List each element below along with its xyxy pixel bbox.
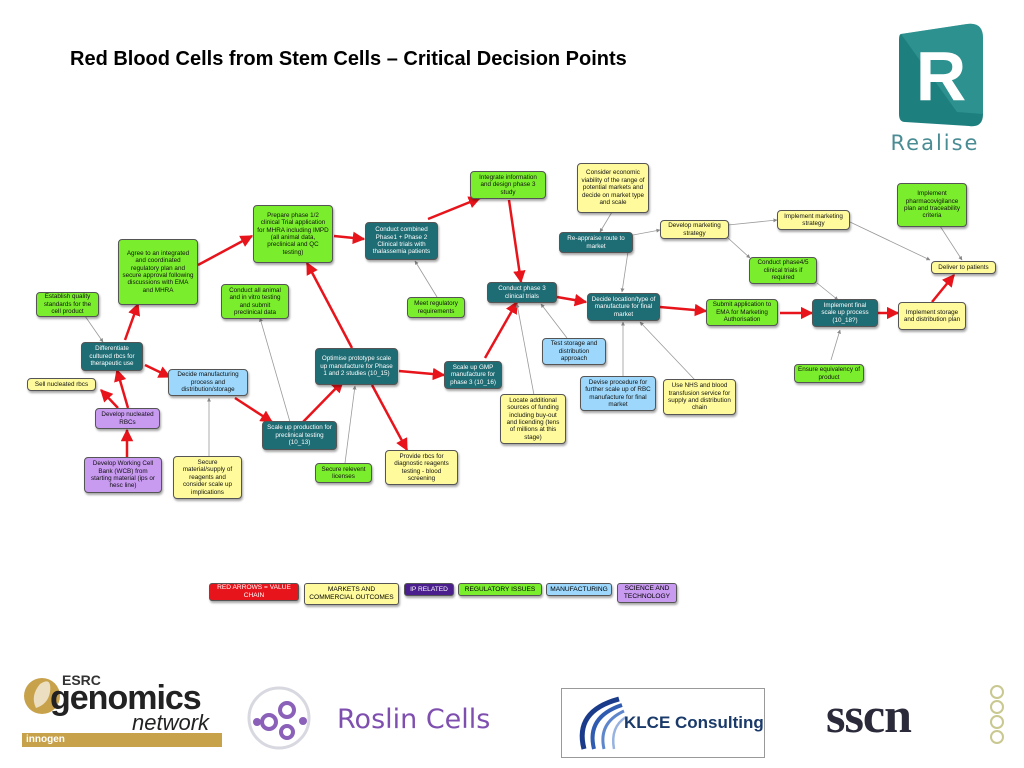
node-conduct-combined: Conduct combined Phase1 + Phase 2 Clinic… — [365, 222, 438, 260]
node-develop-nucleated: Develop nucleated RBCs — [95, 408, 160, 429]
red-arrow — [234, 396, 274, 424]
innogen-label: innogen — [26, 734, 65, 745]
grey-connector — [515, 303, 535, 396]
node-reappraise: Re-appraise route to market — [559, 232, 633, 253]
grey-connector — [84, 315, 104, 343]
node-locate-funding: Locate additional sources of funding inc… — [500, 394, 566, 444]
red-arrow — [333, 231, 366, 245]
red-arrow — [305, 261, 354, 349]
roslin-cells-logo: Roslin Cells — [245, 684, 515, 754]
red-arrow — [398, 367, 446, 381]
klce-swoosh-icon — [579, 696, 627, 750]
grey-connector — [632, 228, 661, 236]
red-arrow — [114, 368, 130, 409]
node-conduct-phase3: Conduct phase 3 clinical trials — [487, 282, 557, 303]
grey-connector — [540, 303, 568, 339]
node-consider-economic: Consider economic viability of the range… — [577, 163, 649, 213]
node-provide-rbcs: Provide rbcs for diagnostic reagents tes… — [385, 450, 458, 485]
legend-science: SCIENCE AND TECHNOLOGY — [617, 583, 677, 603]
sscn-rings-icon — [990, 685, 1004, 744]
node-deliver-to-patients: Deliver to patients — [931, 261, 996, 274]
realise-logo-icon: R — [899, 23, 983, 127]
node-test-storage: Test storage and distribution approach — [542, 338, 606, 365]
node-ensure-equivalency: Ensure equivalency of product — [794, 364, 864, 383]
grey-connector — [599, 211, 613, 233]
realise-logo-letter: R — [916, 37, 967, 115]
esrc-genomics-logo: ESRC genomics network innogen — [22, 672, 222, 748]
node-integrate: Integrate information and design phase 3… — [470, 171, 546, 199]
grey-connector — [939, 225, 963, 261]
node-scale-preclinical: Scale up production for preclinical test… — [262, 421, 337, 450]
realise-logo-word: Realise — [890, 131, 980, 155]
red-arrow — [659, 303, 708, 317]
grey-connector — [816, 282, 839, 301]
klce-label: KLCE Consulting — [624, 713, 764, 732]
grey-connector — [830, 329, 841, 361]
red-arrow — [123, 302, 141, 341]
grey-connector — [259, 317, 291, 423]
node-establish-quality: Establish quality standards for the cell… — [36, 292, 99, 317]
node-prepare-phase: Prepare phase 1/2 clinical Trial applica… — [253, 205, 333, 263]
node-optimise-prototype: Optimise prototype scale up manufacture … — [315, 348, 398, 385]
node-sell-nucleated: Sell nucleated rbcs — [27, 378, 96, 391]
node-develop-wcb: Develop Working Cell Bank (WCB) from sta… — [84, 457, 162, 493]
roslin-cells-label: Roslin Cells — [337, 704, 491, 735]
node-decide-location: Decide location/type of manufacture for … — [587, 293, 660, 321]
klce-consulting-logo: KLCE Consulting — [561, 688, 765, 758]
grey-connector — [849, 221, 931, 261]
node-conduct-animal: Conduct all animal and in vitro testing … — [221, 284, 289, 319]
node-develop-marketing: Develop marketing strategy — [660, 220, 729, 239]
page-title: Red Blood Cells from Stem Cells – Critic… — [70, 48, 627, 70]
grey-connector — [727, 218, 778, 226]
red-arrow — [427, 196, 482, 221]
esrc-swirl-icon — [24, 678, 60, 714]
node-decide-manufacturing: Decide manufacturing process and distrib… — [168, 369, 248, 396]
esrc-label: ESRC — [62, 672, 101, 688]
node-secure-material: Secure material/supply of reagents and c… — [173, 456, 242, 499]
grey-connector — [414, 260, 438, 298]
node-agree: Agree to an integrated and coordinated r… — [118, 239, 198, 305]
node-implement-pharmacovigilance: Implement pharmacovigilance plan and tra… — [897, 183, 967, 227]
innogen-bar: innogen — [22, 733, 222, 747]
red-arrow — [144, 363, 172, 379]
grey-connector — [344, 385, 357, 464]
red-arrow — [197, 234, 254, 267]
legend-regulatory: REGULATORY ISSUES — [458, 583, 542, 596]
network-label: network — [132, 710, 210, 735]
red-arrow — [483, 300, 519, 359]
node-scale-up-gmp: Scale up GMP manufacture for phase 3 (10… — [444, 361, 502, 389]
node-devise-procedure: Devise procedure for further scale up of… — [580, 376, 656, 411]
node-conduct-phase45: Conduct phase4/5 clinical trials if requ… — [749, 257, 817, 284]
red-arrow — [931, 274, 955, 303]
grey-connector — [639, 321, 696, 381]
node-differentiate: Differentiate cultured rbcs for therapeu… — [81, 342, 143, 371]
red-arrow — [556, 293, 588, 307]
node-secure-licenses: Secure relevent licenses — [315, 463, 372, 483]
grey-connector — [727, 237, 751, 259]
red-arrow — [370, 384, 409, 452]
node-implement-final-scaleup: Implement final scale up process (10_18?… — [812, 299, 878, 327]
node-implement-marketing: Implement marketing strategy — [777, 210, 850, 230]
red-arrow — [302, 380, 344, 423]
sscn-label: sscn — [826, 687, 912, 743]
node-implement-storage: Implement storage and distribution plan — [898, 302, 966, 330]
legend-manufacturing: MANUFACTURING — [546, 583, 612, 596]
red-arrow — [507, 199, 526, 284]
node-submit-application: Submit application to EMA for Marketing … — [706, 299, 778, 326]
red-arrow — [100, 389, 119, 409]
legend-value-chain: RED ARROWS = VALUE CHAIN — [209, 583, 299, 601]
roslin-cells-icon — [247, 686, 311, 750]
node-use-nhs: Use NHS and blood transfusion service fo… — [663, 379, 736, 415]
node-meet-regulatory: Meet regulatory requirements — [407, 297, 465, 318]
legend-ip-related: IP RELATED — [404, 583, 454, 596]
genomics-label: genomics — [50, 679, 202, 717]
sscn-logo: sscn — [826, 684, 1016, 754]
legend-markets: MARKETS AND COMMERCIAL OUTCOMES — [304, 583, 399, 605]
